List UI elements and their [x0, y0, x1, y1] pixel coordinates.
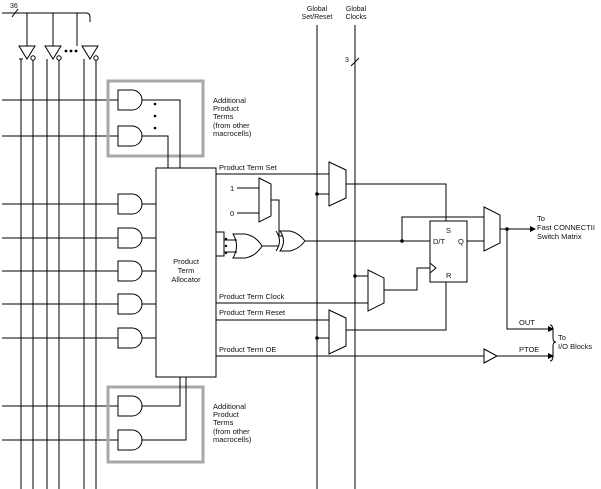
product-term-lines	[2, 99, 118, 441]
svg-text:Clocks: Clocks	[345, 14, 367, 21]
svg-text:Product: Product	[173, 257, 200, 266]
global-set-reset-label: Global	[307, 6, 328, 13]
pt-oe-label: Product Term OE	[219, 345, 276, 354]
svg-text:I/O Blocks: I/O Blocks	[558, 342, 592, 351]
additional-terms-label-bottom: Additional Product Terms (from other mac…	[213, 402, 252, 444]
output-routing	[400, 206, 557, 364]
svg-text:Set/Reset: Set/Reset	[302, 14, 333, 21]
clock-bus-width: 3	[345, 57, 349, 64]
output-labels: To Fast CONNECTII Switch Matrix OUT PTOE…	[519, 214, 595, 354]
input-buffer	[18, 45, 36, 60]
to-io-label: To	[558, 333, 566, 342]
allocator-outputs: Product Term Set Product Term Clock Prod…	[216, 163, 484, 357]
svg-text:Additional: Additional	[213, 402, 246, 411]
set-mux	[315, 161, 447, 221]
svg-text:0: 0	[230, 209, 234, 218]
and-gates-top	[117, 89, 181, 168]
and-gates-middle	[117, 193, 156, 349]
xor-gate	[275, 230, 430, 252]
svg-text:Product: Product	[213, 410, 240, 419]
ff-s-label: S	[446, 226, 451, 235]
out-label: OUT	[519, 318, 535, 327]
ff-q-label: Q	[458, 237, 464, 246]
ptoe-label: PTOE	[519, 345, 539, 354]
polarity-mux: 1 0	[230, 177, 284, 237]
global-clocks-label: Global	[346, 6, 367, 13]
clock-mux	[353, 267, 430, 312]
to-fcm-label: To	[537, 214, 545, 223]
input-buffer	[44, 45, 62, 60]
svg-text:Fast CONNECTII: Fast CONNECTII	[537, 223, 595, 232]
and-gates-bottom	[117, 377, 187, 451]
svg-text:1: 1	[230, 184, 234, 193]
flip-flop: S D/T Q R	[429, 220, 468, 283]
svg-text:Term: Term	[178, 266, 195, 275]
additional-terms-box-bottom	[106, 385, 205, 464]
ff-dt-label: D/T	[433, 237, 446, 246]
input-bus: 36	[2, 3, 91, 46]
input-rails	[20, 59, 97, 489]
svg-text:Terms: Terms	[213, 418, 234, 427]
ff-r-label: R	[446, 271, 452, 280]
reset-mux	[315, 282, 447, 355]
pt-set-label: Product Term Set	[219, 163, 278, 172]
input-buffers	[18, 45, 99, 61]
svg-text:macrocells): macrocells)	[213, 129, 252, 138]
global-lines: 3 Global Set/Reset Global Clocks	[302, 6, 367, 489]
pt-clock-label: Product Term Clock	[219, 292, 285, 301]
svg-text:Switch Matrix: Switch Matrix	[537, 232, 582, 241]
input-buffer	[81, 45, 99, 60]
additional-terms-label-top: Additional Product Terms (from other mac…	[213, 96, 252, 138]
svg-text:Product: Product	[213, 104, 240, 113]
allocator-label: Product Term Allocator	[171, 257, 201, 284]
svg-text:Additional: Additional	[213, 96, 246, 105]
svg-text:(from other: (from other	[213, 121, 250, 130]
svg-text:Terms: Terms	[213, 112, 234, 121]
bus-width-label: 36	[10, 3, 18, 10]
svg-text:(from other: (from other	[213, 427, 250, 436]
additional-terms-box-top	[106, 79, 205, 158]
svg-text:macrocells): macrocells)	[213, 435, 252, 444]
pt-reset-label: Product Term Reset	[219, 308, 286, 317]
or-gate	[216, 231, 279, 259]
svg-text:Allocator: Allocator	[171, 275, 201, 284]
